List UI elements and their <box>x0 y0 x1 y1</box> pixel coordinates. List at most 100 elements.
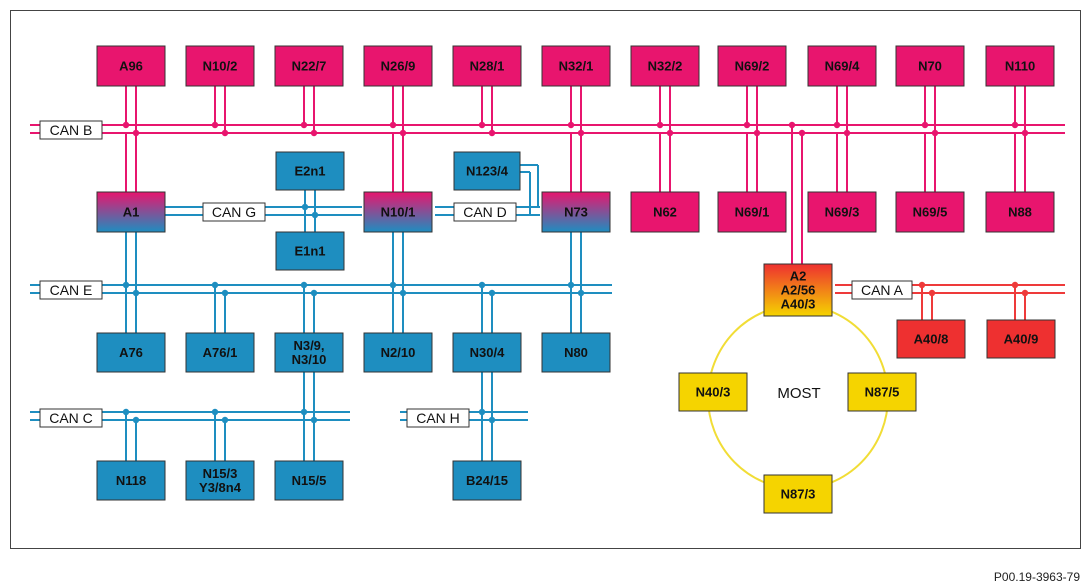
node-n69-1-box <box>717 191 787 233</box>
node-n30-4: N30/4 <box>452 332 522 373</box>
node-a2-label: A2 <box>790 269 807 284</box>
bus-label-can-c-box <box>39 408 103 428</box>
node-n2-10: N2/10 <box>363 332 433 373</box>
node-n15-3-label: Y3/8n4 <box>199 480 242 495</box>
junction-dot <box>300 121 308 129</box>
node-n80: N80 <box>541 332 611 373</box>
junction-dot <box>918 281 926 289</box>
node-e2n1-label: E2n1 <box>294 164 325 179</box>
junction-dot <box>221 129 229 137</box>
node-a96: A96 <box>96 45 166 87</box>
node-a96-box <box>96 45 166 87</box>
node-n40-3-box <box>678 372 748 412</box>
node-a40-9-box <box>986 319 1056 359</box>
junction-dot <box>488 416 496 424</box>
bus-label-can-g: CAN G <box>202 202 266 222</box>
bus-label-can-h: CAN H <box>406 408 470 428</box>
node-n10-2: N10/2 <box>185 45 255 87</box>
node-n32-1-box <box>541 45 611 87</box>
node-n87-3: N87/3 <box>763 474 833 514</box>
bus-label-can-d: CAN D <box>453 202 517 222</box>
bus-label-can-e-text: CAN E <box>50 282 93 298</box>
node-n15-5-label: N15/5 <box>292 473 327 488</box>
node-n88-label: N88 <box>1008 205 1032 220</box>
junction-dot <box>798 129 806 137</box>
junction-dot <box>488 289 496 297</box>
bus-label-can-b-box <box>39 120 103 140</box>
node-a40-8-box <box>896 319 966 359</box>
node-n32-2: N32/2 <box>630 45 700 87</box>
node-n118: N118 <box>96 460 166 501</box>
node-n26-9: N26/9 <box>363 45 433 87</box>
node-n2-10-label: N2/10 <box>381 345 416 360</box>
node-a96-label: A96 <box>119 59 143 74</box>
node-n62: N62 <box>630 191 700 233</box>
bus-label-can-a: CAN A <box>851 280 913 300</box>
node-n15-3-label: N15/3 <box>203 466 238 481</box>
junction-dot <box>478 121 486 129</box>
node-n69-3: N69/3 <box>807 191 877 233</box>
node-a40-9: A40/9 <box>986 319 1056 359</box>
node-n22-7: N22/7 <box>274 45 344 87</box>
node-n110-box <box>985 45 1055 87</box>
bus-label-can-d-text: CAN D <box>463 204 507 220</box>
node-n88-box <box>985 191 1055 233</box>
node-n123-4-box <box>453 151 521 191</box>
node-a1-box <box>96 191 166 233</box>
junction-dot <box>1011 281 1019 289</box>
node-e2n1-box <box>275 151 345 191</box>
node-n40-3-label: N40/3 <box>696 385 731 400</box>
junction-dot <box>211 281 219 289</box>
node-e1n1-box <box>275 231 345 271</box>
node-a2-box <box>763 263 833 317</box>
node-n73-label: N73 <box>564 205 588 220</box>
node-n3-box <box>274 332 344 373</box>
node-n69-4-label: N69/4 <box>825 59 860 74</box>
node-n73: N73 <box>541 191 611 233</box>
node-n10-2-box <box>185 45 255 87</box>
junction-dot <box>122 408 130 416</box>
junction-dot <box>921 121 929 129</box>
junction-dot <box>656 121 664 129</box>
node-n3: N3/9,N3/10 <box>274 332 344 373</box>
bus-label-can-g-box <box>202 202 266 222</box>
node-a76-label: A76 <box>119 345 143 360</box>
bus-label-can-c-text: CAN C <box>49 410 93 426</box>
node-n87-5: N87/5 <box>847 372 917 412</box>
node-n70: N70 <box>895 45 965 87</box>
node-n70-label: N70 <box>918 59 942 74</box>
node-n10-1-label: N10/1 <box>381 205 416 220</box>
node-n62-box <box>630 191 700 233</box>
bus-label-can-g-text: CAN G <box>212 204 256 220</box>
junction-dot <box>788 121 796 129</box>
node-n123-4-label: N123/4 <box>466 164 509 179</box>
node-n3-label: N3/9, <box>293 338 324 353</box>
node-n110-label: N110 <box>1005 59 1035 74</box>
node-a2-label: A2/56 <box>781 283 816 298</box>
junction-dot <box>211 408 219 416</box>
node-a40-8-label: A40/8 <box>914 332 949 347</box>
node-n28-1: N28/1 <box>452 45 522 87</box>
junction-dot <box>132 416 140 424</box>
node-n87-5-box <box>847 372 917 412</box>
node-n73-box <box>541 191 611 233</box>
junction-dot <box>488 129 496 137</box>
node-n10-1: N10/1 <box>363 191 433 233</box>
node-a40-8: A40/8 <box>896 319 966 359</box>
node-n28-1-label: N28/1 <box>470 59 505 74</box>
junction-dot <box>928 289 936 297</box>
node-b24-15-label: B24/15 <box>466 473 508 488</box>
most-ring-label: MOST <box>777 385 820 402</box>
node-n80-box <box>541 332 611 373</box>
node-n69-2: N69/2 <box>717 45 787 87</box>
node-n10-2-label: N10/2 <box>203 59 238 74</box>
node-n26-9-label: N26/9 <box>381 59 416 74</box>
node-n15-5: N15/5 <box>274 460 344 501</box>
node-n26-9-box <box>363 45 433 87</box>
node-n69-2-label: N69/2 <box>735 59 770 74</box>
junction-dot <box>567 121 575 129</box>
junction-dot <box>478 408 486 416</box>
junction-dot <box>300 281 308 289</box>
